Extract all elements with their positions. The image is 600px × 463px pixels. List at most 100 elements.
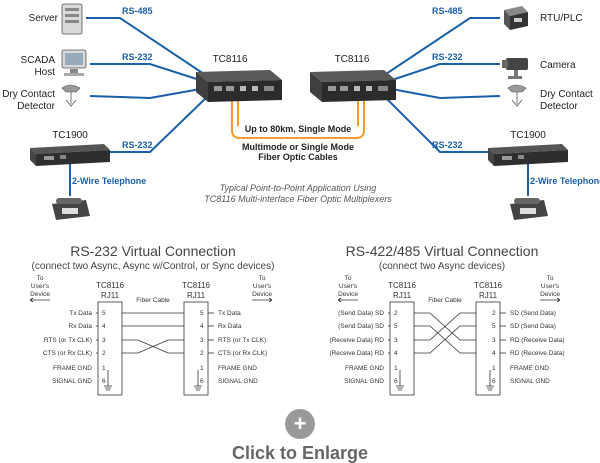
tc1900-right-link [383,95,490,153]
two-wire-right-label: 2-Wire Telephone [530,176,600,186]
rs232-box-right [183,301,209,396]
right-links [383,17,529,196]
rs232-right-pin-2: 3 [200,337,204,344]
rs485-rj11-left: RJ11 [393,291,412,300]
tc8116-left-label: TC8116 [213,54,248,65]
rs485-to-right-2: User's [541,283,560,290]
rs485-left-signal-0: (Send Data) SD [338,310,384,317]
rs232-panel: RS-232 Virtual Connection (connect two A… [29,243,274,396]
tc1900-left-label: TC1900 [52,130,88,141]
rs485-left-signal-3: (Receive Data) RD [329,350,384,357]
rs485-left-signal-1: (Send Data) SD [338,323,384,330]
rs485-model-right: TC8116 [474,281,502,290]
rs485-left-pin-4: 1 [394,365,398,372]
rs485-right-signal-0: SD (Send Data) [510,310,556,317]
rs232-model-right: TC8116 [182,281,210,290]
dry-left-label-2: Detector [17,101,55,112]
rs232-right-signal-4: FRAME GND [218,365,257,372]
plus-icon[interactable] [285,409,315,439]
rs232-right-label-1: RS-232 [432,52,463,62]
rs485-right-signal-3: RD (Receive Data) [510,350,565,357]
rs485-right-pin-1: 5 [492,323,496,330]
tc8116-right-label: TC8116 [335,54,370,65]
left-links [69,17,209,196]
fiber-range-label: Up to 80km, Single Mode [245,124,352,134]
dry-contact-right-icon [507,84,527,107]
enlarge-label[interactable]: Click to Enlarge [232,443,368,463]
rs485-ground-left [396,370,404,391]
rs232-to-right-2: User's [253,283,272,290]
rs485-left-signal-5: SIGNAL GND [344,378,384,385]
scada-label-2: Host [34,67,55,78]
rs485-right-pin-4: 1 [492,365,496,372]
rs485-to-right-1: To [547,275,554,282]
fiber-type-label-1: Multimode or Single Mode [242,142,354,152]
rs232-right-signal-0: Tx Data [218,310,241,317]
rs232-left-signal-1: Rx Data [69,323,93,330]
rs485-wire-4 [414,325,476,354]
tc1900-left-device [30,144,110,166]
caption-line-1: Typical Point-to-Point Application Using [220,183,377,193]
rs485-to-right-3: Device [540,291,560,298]
rs232-right-label-2: RS-232 [432,140,463,150]
rtu-plc-icon [504,6,528,30]
rs232-right-pin-1: 4 [200,323,204,330]
rs485-model-left: TC8116 [388,281,416,290]
rs232-right-pin-4: 1 [200,365,204,372]
server-label: Server [29,13,59,24]
rs232-right-signal-3: CTS (or Rx CLK) [218,350,267,357]
scada-link [90,63,207,83]
rs232-left-signal-4: FRAME GND [53,365,92,372]
telephone-left-icon [52,198,90,220]
dry-right-link [385,87,501,100]
tc8116-right-device [310,70,396,102]
rs232-rj11-right: RJ11 [187,291,206,300]
camera-icon [502,58,528,79]
server-link [86,17,205,75]
rs485-right-label: RS-485 [432,6,463,16]
rs232-left-pin-1: 4 [102,323,106,330]
rs232-to-left-1: To [37,275,44,282]
rs485-arrow-right [540,297,561,303]
rs485-box-left [389,301,415,396]
fiber-link [231,96,365,139]
rs485-right-pin-5: 6 [492,378,496,385]
rs232-to-left-2: User's [31,283,50,290]
rs232-left-pin-5: 6 [102,378,106,385]
rs232-ground-left [104,370,112,391]
rs232-right-signal-5: SIGNAL GND [218,378,258,385]
rs485-arrow-left [337,297,358,303]
rs232-box-left [97,301,123,396]
rs485-left-pin-1: 5 [394,323,398,330]
rs485-right-signal-5: SIGNAL GND [510,378,550,385]
telephone-right-icon [510,198,548,220]
caption-line-2: TC8116 Multi-interface Fiber Optic Multi… [204,194,392,204]
scada-label-1: SCADA [21,55,56,66]
two-wire-left-label: 2-Wire Telephone [72,176,146,186]
tc1900-left-link [108,95,209,153]
camera-link [385,63,500,83]
rs232-rj11-left: RJ11 [101,291,120,300]
enlarge-button[interactable]: + Click to Enlarge [232,409,368,463]
dry-right-label-2: Detector [540,101,578,112]
dry-left-label-1: Dry Contact [2,89,55,100]
rs485-to-left-3: Device [338,291,358,298]
rs232-right-pin-5: 6 [200,378,204,385]
rs232-to-right-1: To [259,275,266,282]
rs232-fiber-cable: Fiber Cable [136,297,170,304]
rs485-right-pin-3: 4 [492,350,496,357]
tc1900-right-label: TC1900 [510,130,546,141]
rs485-left-pin-2: 3 [394,337,398,344]
rs232-arrow-right [252,297,273,303]
rs485-rj11-right: RJ11 [479,291,498,300]
rs485-title: RS-422/485 Virtual Connection [346,243,539,259]
rs232-ground-right [194,370,202,391]
rs232-left-pin-2: 3 [102,337,106,344]
plus-glyph: + [294,411,307,436]
rs485-left-pin-0: 2 [394,310,398,317]
rs232-model-left: TC8116 [96,281,124,290]
rs232-title: RS-232 Virtual Connection [70,243,236,259]
rs485-to-left-1: To [345,275,352,282]
